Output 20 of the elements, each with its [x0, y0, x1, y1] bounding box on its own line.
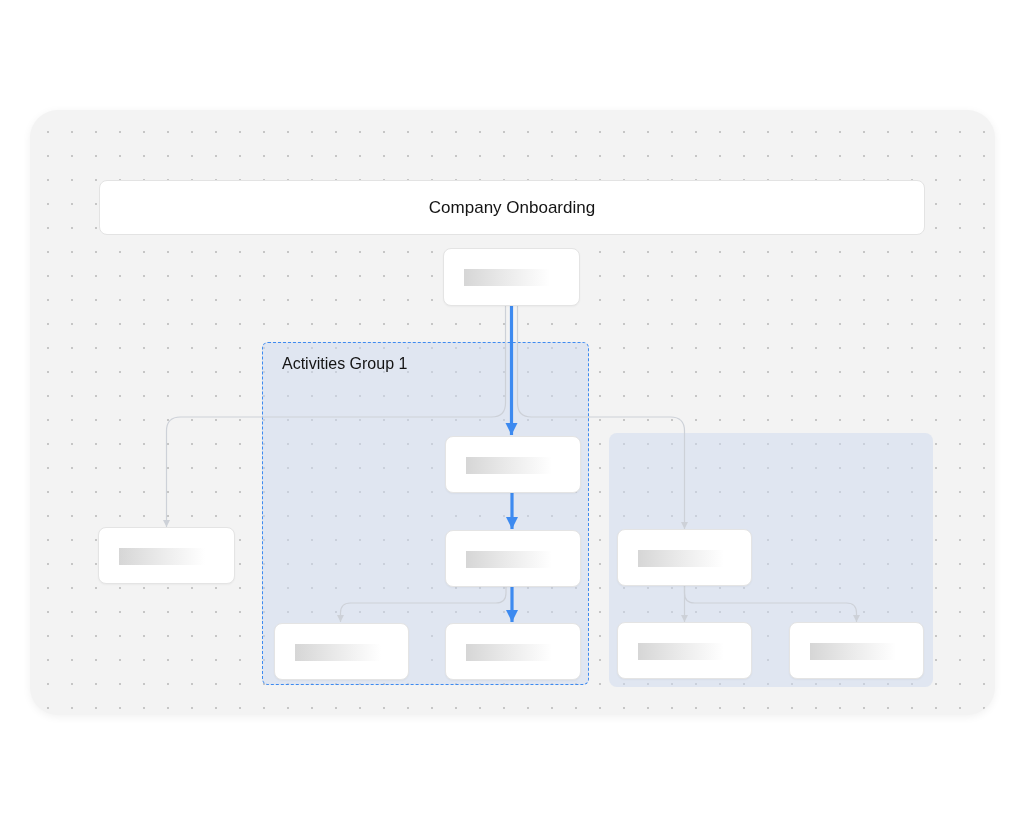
step-card	[617, 529, 752, 586]
arrow	[506, 586, 518, 622]
group-label: Activities Group 1	[282, 355, 408, 373]
step-card	[445, 436, 581, 493]
header-title: Company Onboarding	[428, 197, 596, 218]
arrow	[506, 492, 518, 529]
step-card	[617, 622, 752, 679]
group-container	[262, 342, 589, 685]
header-box	[99, 180, 925, 235]
arrow	[163, 305, 507, 528]
step-card	[274, 623, 409, 680]
step-card	[443, 248, 580, 306]
arrow	[516, 305, 688, 530]
step-card	[789, 622, 924, 679]
step-card	[98, 527, 235, 584]
arrow	[505, 306, 518, 435]
group-panel	[609, 433, 933, 687]
arrow	[337, 585, 507, 623]
step-card	[445, 530, 581, 587]
step-card	[445, 623, 581, 680]
